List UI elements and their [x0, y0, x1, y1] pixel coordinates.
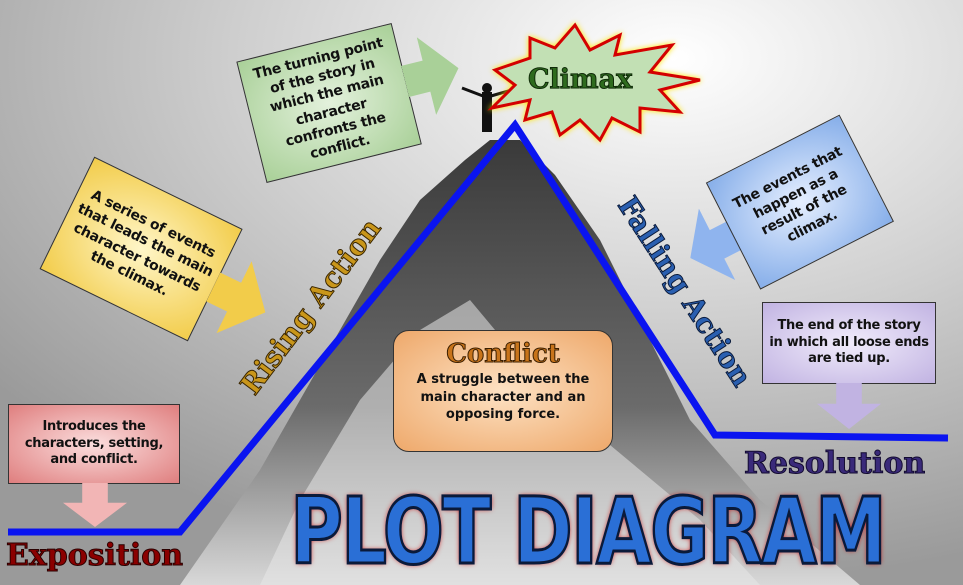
resolution-label: Resolution	[743, 446, 926, 482]
conflict-box: Conflict A struggle between the main cha…	[393, 330, 613, 452]
exposition-callout: Introduces the characters, setting, and …	[8, 404, 180, 528]
arrow-down-icon	[63, 483, 127, 527]
exposition-description: Introduces the characters, setting, and …	[8, 404, 180, 484]
exposition-label: Exposition	[5, 538, 184, 574]
resolution-callout: The end of the story in which all loose …	[762, 302, 936, 430]
climax-starburst	[487, 22, 701, 143]
resolution-description: The end of the story in which all loose …	[762, 302, 936, 384]
conflict-description: A struggle between the main character an…	[416, 372, 590, 423]
page-title: PLOT DIAGRAM	[289, 477, 888, 585]
arrow-down-icon	[817, 383, 881, 429]
plot-line	[8, 119, 949, 536]
climax-label: Climax	[527, 64, 633, 96]
conflict-title: Conflict	[446, 339, 561, 370]
